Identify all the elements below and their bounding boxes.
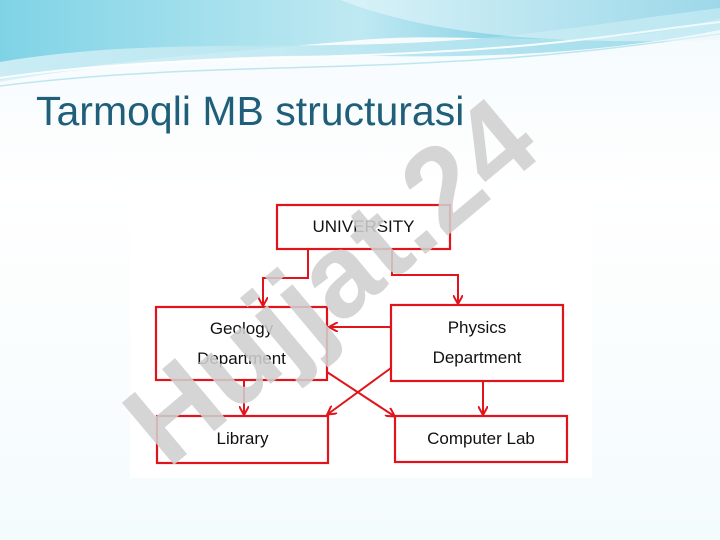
node-physics-box [389, 303, 565, 383]
node-computer-lab-label: Computer Lab [427, 429, 535, 448]
node-physics-label: Physics Department [391, 313, 563, 373]
node-geology-label: Geology Department [156, 314, 327, 374]
node-computer-lab-box [393, 414, 569, 464]
edge-physics-library [328, 367, 392, 414]
node-university-label: UNIVERSITY [312, 217, 415, 236]
node-library-label: Library [216, 429, 269, 448]
slide-title: Tarmoqli MB structurasi [36, 88, 465, 134]
edge-university-physics [391, 249, 458, 303]
node-geology-box [154, 305, 329, 382]
node-library-box [155, 414, 330, 465]
node-university-box [275, 203, 452, 251]
node-physics-line-2: Department [432, 348, 522, 367]
header-wave-decoration [0, 0, 720, 87]
node-geology-line-1: Geology [209, 319, 274, 338]
node-geology-line-2: Department [197, 349, 286, 368]
edge-geology-computer-lab [326, 371, 394, 416]
node-physics-line-1: Physics [447, 318, 507, 337]
edge-university-geology [263, 249, 309, 305]
